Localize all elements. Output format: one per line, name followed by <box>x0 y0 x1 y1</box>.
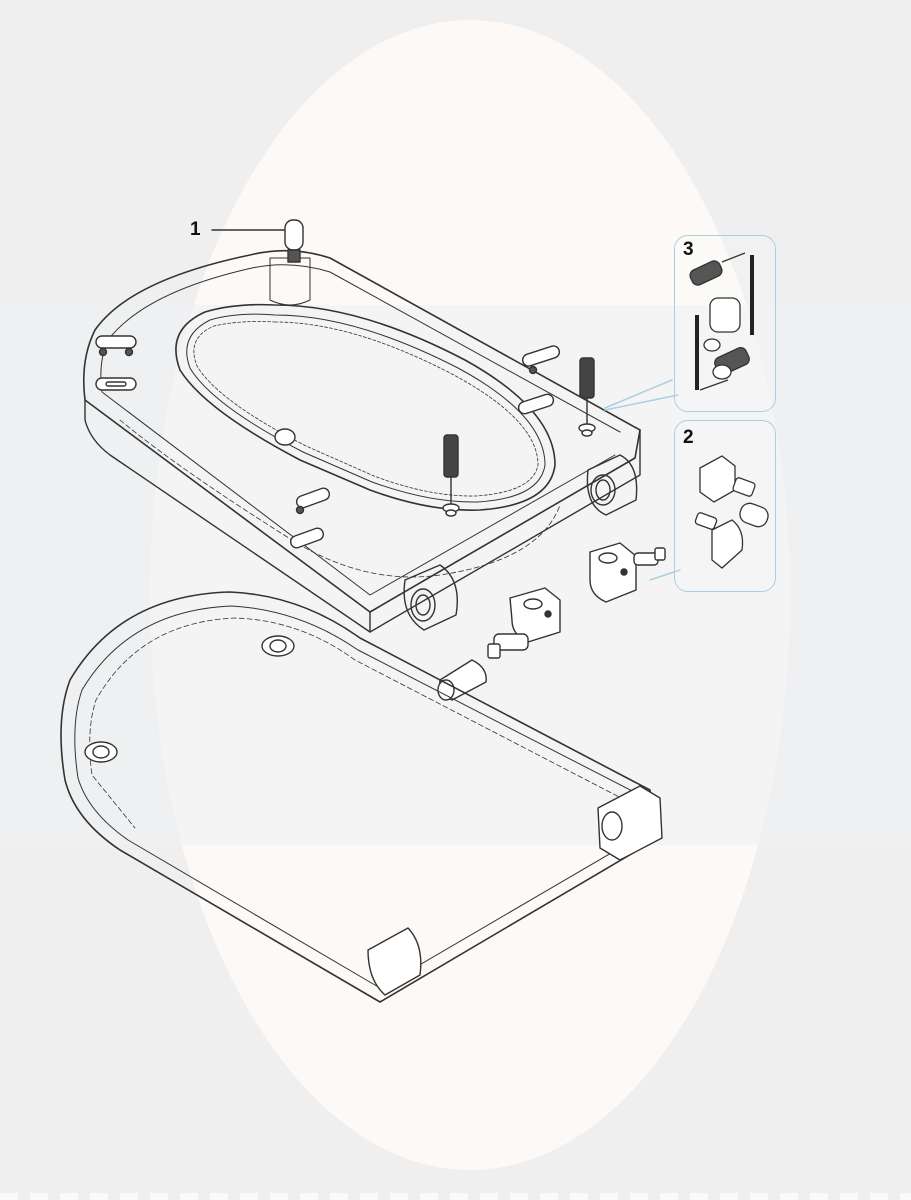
buffer-pin-part <box>211 219 304 263</box>
lid-hinge-housing-left <box>367 927 422 996</box>
callout-label-2: 2 <box>683 427 694 448</box>
hinge-kit-parts <box>694 455 769 569</box>
watermark <box>0 305 911 845</box>
callout-label-3: 3 <box>683 239 694 260</box>
watermark-footer-strip <box>0 1193 911 1200</box>
fixing-bolts <box>442 357 596 517</box>
lid <box>60 591 663 1003</box>
callout-label-1: 1 <box>190 219 201 240</box>
loose-hinge-parts <box>437 542 666 701</box>
callout-connectors <box>604 379 681 581</box>
seat-hinge-housing-right <box>586 454 638 516</box>
seat-bumpers <box>95 335 561 549</box>
fixing-bolt-left <box>442 434 460 517</box>
lid-hinge-housing-right <box>597 785 663 861</box>
seat-hinge-housing-left <box>403 564 458 631</box>
fixing-bolt-right <box>578 357 596 437</box>
fixing-bolt-kit-parts <box>689 252 754 391</box>
